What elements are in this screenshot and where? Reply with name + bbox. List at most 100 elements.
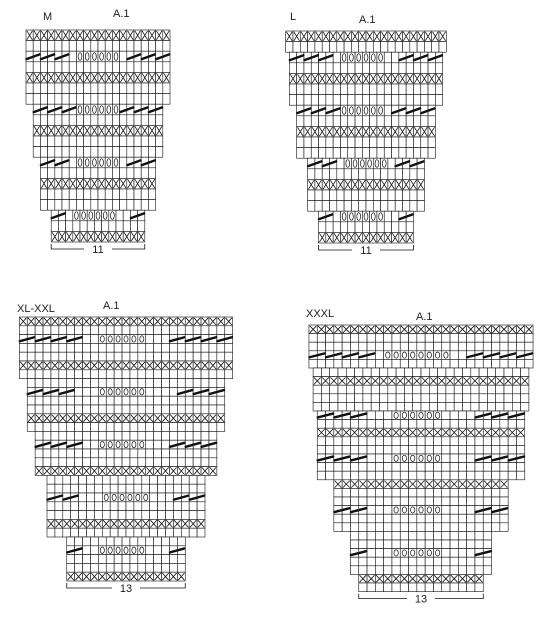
cross-stitch-icon bbox=[433, 480, 442, 488]
stitch-cell bbox=[350, 522, 360, 532]
stitch-cell bbox=[402, 168, 411, 180]
stitch-cell bbox=[177, 325, 186, 335]
stitch-cell bbox=[383, 147, 392, 159]
stitch-cell bbox=[474, 333, 484, 343]
chart-row-blank bbox=[312, 393, 530, 403]
stitch-cell bbox=[383, 496, 393, 506]
slash-decrease-icon bbox=[349, 506, 368, 514]
stitch-cell bbox=[25, 82, 34, 94]
chart-row-blank bbox=[289, 62, 443, 74]
stitch-cell bbox=[61, 93, 70, 105]
stitch-cell bbox=[117, 483, 127, 494]
stitch-cell bbox=[458, 333, 467, 343]
cross-stitch-icon bbox=[201, 414, 209, 423]
cross-stitch-icon bbox=[106, 317, 114, 326]
stitch-cell bbox=[90, 457, 99, 467]
stitch-cell bbox=[424, 565, 434, 575]
stitch-cell bbox=[499, 462, 509, 472]
chart-row-cross bbox=[289, 73, 443, 85]
stitch-cell bbox=[310, 94, 319, 106]
stitch-cell bbox=[412, 384, 422, 395]
stitch-cell bbox=[372, 200, 381, 212]
stitch-cell bbox=[141, 510, 151, 520]
stitch-cell bbox=[437, 367, 447, 377]
chart-grid bbox=[18, 316, 234, 582]
cross-stitch-icon bbox=[185, 414, 193, 423]
stitch-cell bbox=[314, 189, 323, 201]
stitch-cell bbox=[321, 41, 330, 53]
cross-stitch-icon bbox=[293, 31, 300, 42]
cross-stitch-icon bbox=[169, 572, 177, 581]
cross-stitch-icon bbox=[388, 179, 395, 190]
cross-stitch-icon bbox=[492, 428, 500, 437]
cross-stitch-icon bbox=[67, 361, 75, 370]
stitch-cell bbox=[61, 167, 70, 179]
stitch-cell bbox=[126, 61, 135, 73]
stitch-cell bbox=[412, 367, 422, 377]
stitch-cell bbox=[148, 40, 156, 52]
stitch-cell bbox=[34, 457, 44, 467]
chart-row-cross bbox=[32, 125, 164, 137]
stitch-cell bbox=[296, 94, 305, 106]
stitch-cell bbox=[82, 369, 91, 379]
stitch-cell bbox=[375, 548, 384, 558]
stitch-cell bbox=[375, 445, 384, 455]
stitch-cell bbox=[433, 539, 443, 549]
cross-stitch-icon bbox=[69, 30, 76, 41]
stitch-cell bbox=[383, 115, 392, 127]
stitch-cell bbox=[169, 536, 178, 547]
stitch-cell bbox=[58, 369, 68, 379]
stitch-cell bbox=[470, 402, 480, 412]
stitch-cell bbox=[161, 431, 170, 441]
stitch-cell bbox=[303, 136, 312, 148]
stitch-cell bbox=[503, 393, 513, 403]
stitch-cell bbox=[499, 341, 509, 352]
stitch-cell bbox=[387, 367, 397, 377]
stitch-cell bbox=[70, 501, 79, 511]
chart-row-cross bbox=[285, 30, 447, 42]
stitch-cell bbox=[76, 93, 84, 105]
stitch-cell bbox=[82, 334, 91, 344]
stitch-cell bbox=[375, 531, 384, 541]
cross-stitch-icon bbox=[421, 126, 428, 137]
stitch-cell bbox=[405, 221, 414, 233]
stitch-cell bbox=[58, 404, 68, 415]
stitch-cell bbox=[383, 462, 393, 472]
stitch-cell bbox=[395, 402, 405, 412]
stitch-cell bbox=[184, 325, 194, 335]
cross-stitch-icon bbox=[322, 179, 330, 190]
stitch-cell bbox=[416, 41, 425, 53]
stitch-cell bbox=[376, 115, 385, 127]
stitch-cell bbox=[358, 200, 367, 212]
cross-stitch-icon bbox=[98, 414, 106, 423]
stitch-cell bbox=[25, 61, 34, 73]
stitch-cell bbox=[169, 457, 178, 467]
stitch-cell bbox=[184, 395, 194, 406]
stitch-cell bbox=[105, 448, 115, 459]
stitch-cell bbox=[365, 41, 374, 53]
stitch-cell bbox=[391, 333, 401, 343]
stitch-cell bbox=[340, 83, 349, 95]
stitch-cell bbox=[104, 167, 113, 179]
stitch-cell bbox=[358, 582, 368, 592]
cross-stitch-icon bbox=[98, 30, 105, 41]
slash-decrease-icon bbox=[507, 455, 526, 462]
stitch-cell bbox=[347, 115, 356, 127]
stitch-cell bbox=[503, 367, 513, 377]
stitch-cell bbox=[137, 351, 147, 362]
cross-stitch-icon bbox=[217, 317, 225, 326]
oval-eyelet-icon bbox=[123, 441, 129, 449]
stitch-cell bbox=[516, 470, 526, 481]
oval-eyelet-icon bbox=[99, 105, 104, 114]
oval-eyelet-icon bbox=[111, 493, 117, 501]
chart-row-blank bbox=[34, 431, 218, 441]
width-label: 11 bbox=[360, 245, 371, 257]
stitch-cell bbox=[192, 395, 202, 406]
oval-eyelet-icon bbox=[426, 506, 432, 514]
stitch-cell bbox=[40, 199, 48, 211]
cross-stitch-icon bbox=[367, 480, 375, 488]
stitch-cell bbox=[98, 325, 107, 335]
width-bracket bbox=[66, 583, 186, 589]
cross-stitch-icon bbox=[402, 31, 410, 42]
stitch-cell bbox=[416, 359, 426, 369]
